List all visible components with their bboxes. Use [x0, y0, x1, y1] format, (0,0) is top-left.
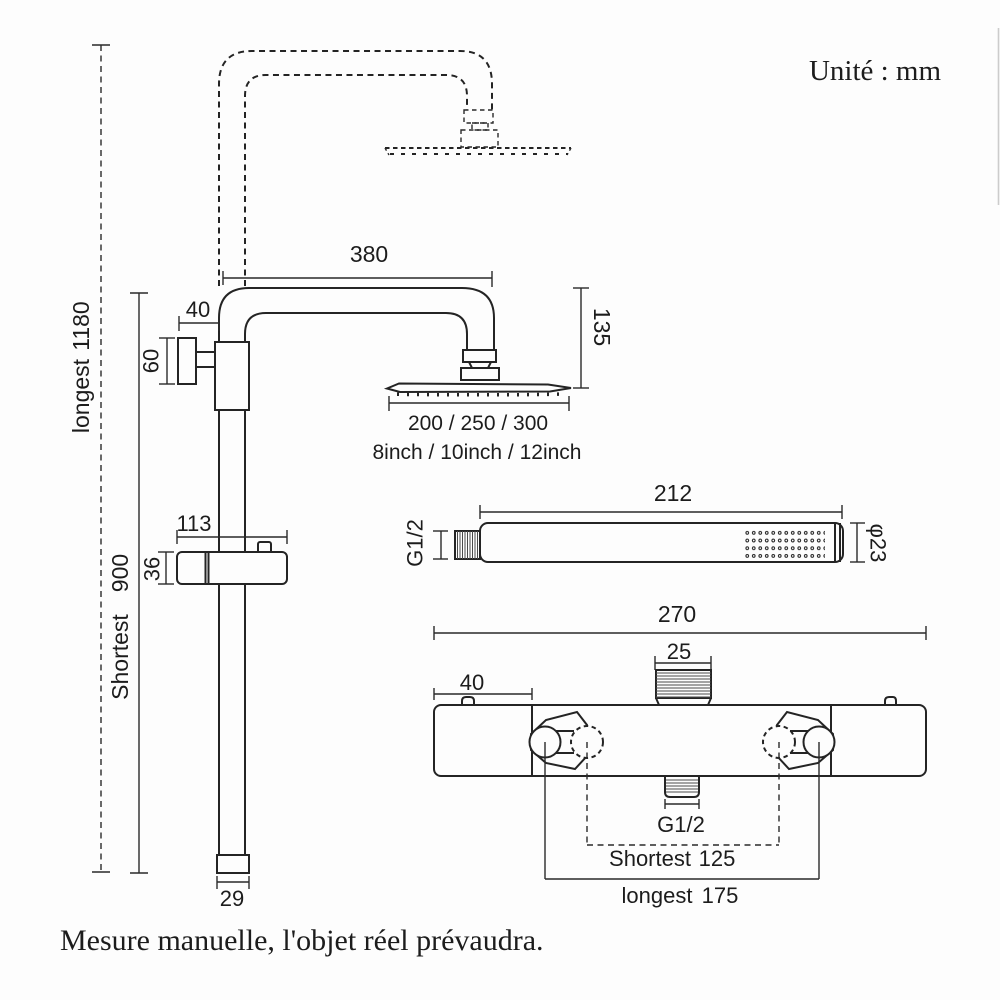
wall-offset-value: 40 — [186, 297, 210, 322]
handle-span-longest-label: longest — [622, 883, 693, 908]
mixer-right-tab — [884, 696, 897, 705]
mixer-bottom-thread-value: G1/2 — [657, 812, 705, 837]
head-drop-value: 135 — [589, 308, 615, 346]
dim-mixer-end-offset: 40 — [433, 670, 533, 700]
head-disc — [383, 382, 572, 394]
dim-mixer-bottom-thread: G1/2 — [657, 799, 705, 837]
dim-head-diameter: 200 / 250 / 300 8inch / 10inch / 12inch — [373, 396, 582, 464]
hand-shower-length-value: 212 — [654, 480, 692, 506]
mixer-left-tab — [461, 696, 475, 705]
dim-pipe-end-width: 29 — [216, 876, 250, 911]
hand-shower-diameter-value: φ23 — [866, 524, 891, 563]
pipe-end-width-value: 29 — [220, 886, 244, 911]
slider-width-value: 113 — [176, 511, 211, 536]
dim-riser-longest: 1180 longest — [68, 44, 110, 873]
riser-longest-value: 1180 — [68, 301, 94, 350]
hand-shower-thread-value: G1/2 — [403, 519, 428, 567]
riser-top-housing — [214, 341, 250, 411]
dim-slider-width: 113 — [176, 511, 288, 544]
riser-end-cap — [216, 854, 250, 874]
riser-shortest-value: 900 — [107, 554, 133, 592]
mixer-valve: 270 25 40 — [433, 601, 927, 908]
dim-hand-shower-thread: G1/2 — [403, 519, 448, 567]
dim-hand-shower-length: 212 — [479, 480, 843, 519]
unit-note: Unité : mm — [809, 55, 942, 87]
handle-span-longest-value: 175 — [702, 883, 739, 908]
mixer-end-offset-value: 40 — [460, 670, 484, 695]
handle-span-shortest-value: 125 — [699, 846, 736, 871]
head-diameters-inch: 8inch / 10inch / 12inch — [373, 441, 582, 464]
dim-handle-span-shortest: Shortest 125 — [586, 742, 780, 871]
mixer-width-value: 270 — [658, 601, 696, 627]
riser-pipe-and-arm — [218, 287, 495, 856]
handle-span-shortest-label: Shortest — [609, 846, 691, 871]
bracket-arm — [195, 351, 217, 368]
bracket-height-value: 60 — [139, 349, 164, 373]
arm-length-value: 380 — [350, 241, 388, 267]
dim-riser-shortest: 900 Shortest — [107, 292, 148, 874]
rain-shower-head — [383, 349, 572, 397]
head-diameters-mm: 200 / 250 / 300 — [408, 412, 548, 435]
dim-head-drop: 135 — [573, 287, 615, 389]
dim-hand-shower-diameter: φ23 — [850, 522, 891, 563]
hand-shower-nozzle-dots — [743, 528, 825, 560]
dim-slider-height: 36 — [140, 551, 174, 585]
dim-wall-offset: 40 — [178, 297, 220, 331]
riser-longest-label: longest — [68, 358, 94, 433]
dim-mixer-top-thread: 25 — [654, 639, 712, 670]
mixer-top-thread-value: 25 — [667, 639, 691, 664]
slider-bracket — [176, 541, 288, 585]
mixer-top-inlet-thread — [655, 669, 712, 699]
head-nozzles — [397, 392, 559, 397]
dim-arm-length: 380 — [222, 241, 493, 287]
mixer-body — [433, 704, 927, 777]
dim-handle-span-longest: longest 175 — [544, 742, 820, 908]
footer-disclaimer: Mesure manuelle, l'objet réel prévaudra. — [60, 924, 544, 957]
dim-mixer-width: 270 — [433, 601, 927, 640]
wall-plate — [177, 337, 197, 385]
dim-bracket-height: 60 — [139, 337, 175, 385]
slider-height-value: 36 — [140, 557, 165, 581]
riser-extended-dashed-outline — [218, 50, 572, 286]
wall-bracket — [177, 337, 217, 385]
riser-shortest-label: Shortest — [107, 614, 133, 700]
